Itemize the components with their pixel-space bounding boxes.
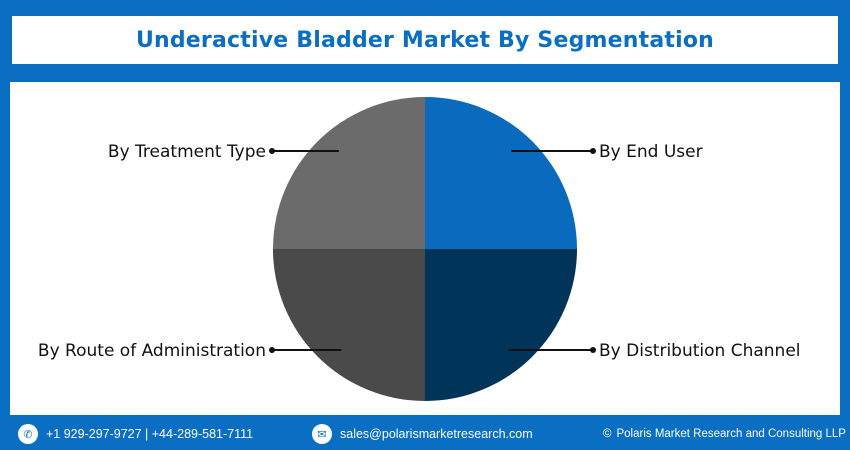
pie-slice [273,249,425,401]
slice-label: By Treatment Type [108,142,266,162]
email-text: sales@polarismarketresearch.com [340,427,533,441]
phone-icon: ✆ [18,424,38,444]
footer-email: ✉ sales@polarismarketresearch.com [312,418,533,450]
pie-slice [425,97,577,249]
pie-chart: By End User By Distribution Channel By Rou… [38,97,801,401]
slice-label: By End User [599,142,703,162]
pie-slice [425,249,577,401]
leader-dot [590,148,596,154]
footer-phone: ✆ +1 929-297-9727 | +44-289-581-7111 [18,418,253,450]
pie-slice [273,97,425,249]
chart-panel: By End User By Distribution Channel By Rou… [10,82,840,415]
envelope-icon: ✉ [312,424,332,444]
phone-text: +1 929-297-9727 | +44-289-581-7111 [46,427,254,441]
slice-label: By Route of Administration [38,341,266,361]
leader-dot [590,347,596,353]
slice-label: By Distribution Channel [599,341,801,361]
title-bar: Underactive Bladder Market By Segmentati… [12,16,838,64]
footer: ✆ +1 929-297-9727 | +44-289-581-7111 ✉ s… [0,418,850,450]
footer-copyright: © Polaris Market Research and Consulting… [603,418,846,450]
leader-dot [269,347,275,353]
copyright-icon: © [603,428,612,440]
leader-dot [269,148,275,154]
page-title: Underactive Bladder Market By Segmentati… [135,27,715,53]
copyright-text: Polaris Market Research and Consulting L… [616,428,846,440]
